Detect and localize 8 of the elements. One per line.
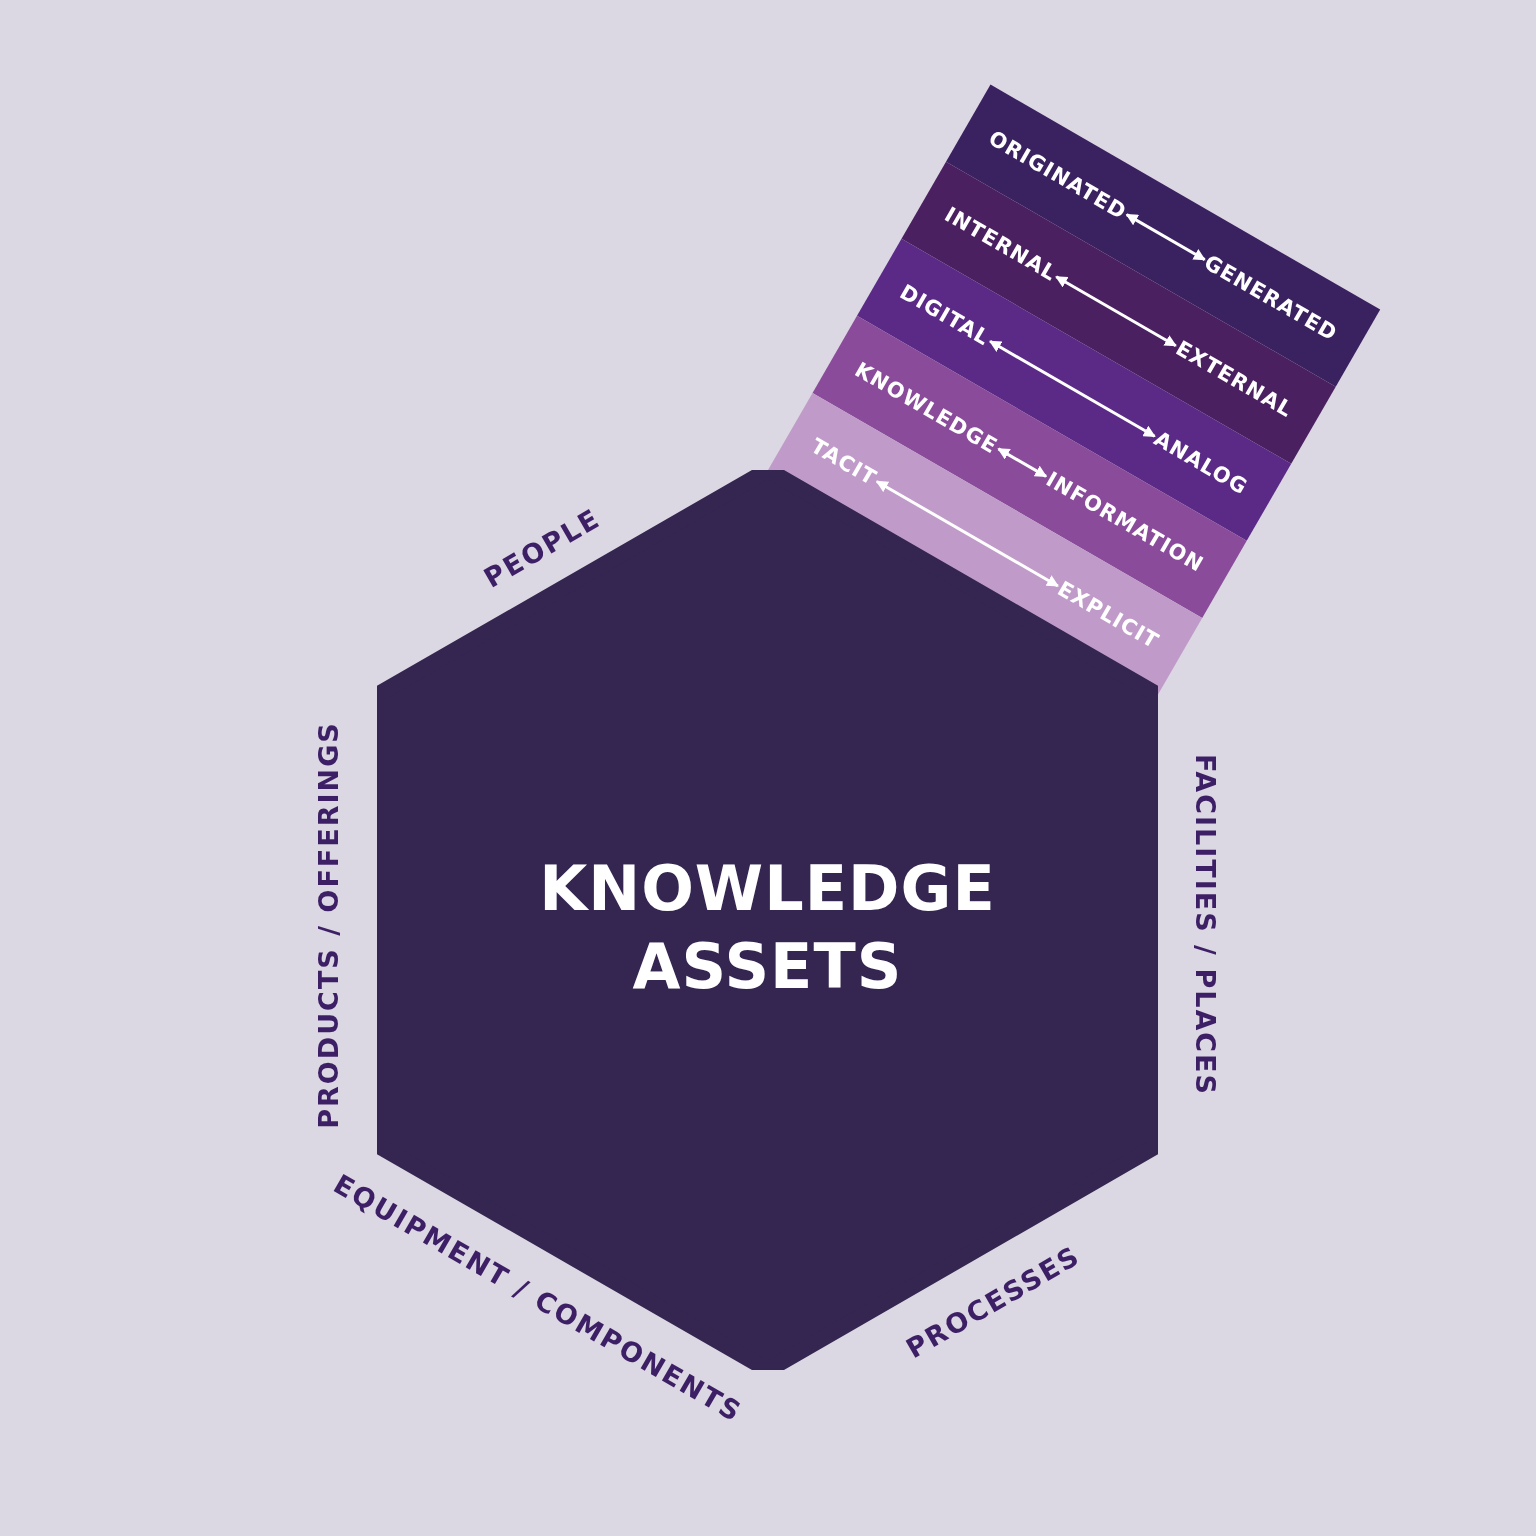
category-label: FACILITIES / PLACES (1189, 754, 1221, 1096)
double-arrow (1125, 213, 1206, 261)
double-arrow (1055, 275, 1177, 348)
double-arrow (875, 480, 1059, 588)
double-arrow (997, 447, 1048, 478)
category-label: PRODUCTS / OFFERINGS (312, 721, 344, 1129)
title-text: KNOWLEDGE ASSETS (538, 851, 997, 1005)
double-arrow (989, 340, 1156, 438)
